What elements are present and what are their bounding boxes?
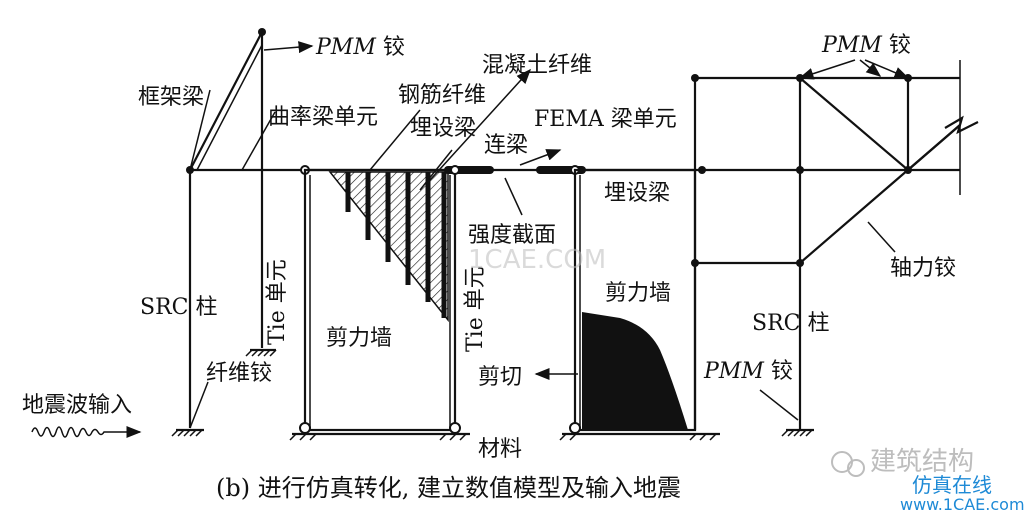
label-src-column-left: SRC 柱 [140, 295, 217, 320]
label-shear: 剪切 [478, 365, 522, 390]
arrow-pmm-right-2 [859, 59, 882, 77]
label-embedded-beam-left: 埋设梁 [410, 116, 476, 141]
brace [799, 124, 961, 264]
leader-concrete-fiber [429, 68, 532, 181]
watermark-site-url: www.1CAE.com [900, 495, 1024, 512]
leader-curvature-beam [241, 111, 276, 171]
leader-axial-hinge [867, 221, 896, 253]
pin-support [569, 422, 581, 434]
left-shear-wall [289, 168, 470, 441]
label-rebar-fiber: 钢筋纤维 [398, 83, 486, 108]
label-fiber-hinge: 纤维铰 [206, 361, 272, 386]
seismic-wave [31, 426, 142, 438]
brace [799, 77, 909, 171]
label-shear-wall-left: 剪力墙 [326, 326, 392, 351]
label-coupling-beam: 连梁 [484, 133, 528, 158]
leader-frame-beam [189, 89, 211, 171]
break-symbol [944, 115, 979, 135]
label-strength-section: 强度截面 [468, 223, 556, 248]
inclined-frame-beam-2 [196, 44, 263, 171]
labels: PMM 铰 框架梁 曲率梁单元 混凝土纤维 钢筋纤维 埋设梁 连梁 FEMA 梁… [22, 33, 956, 462]
label-curvature-beam: 曲率梁单元 [268, 105, 378, 130]
inclined-frame-beam [189, 31, 263, 171]
arrow-fema [519, 149, 562, 166]
node [258, 28, 266, 36]
label-frame-beam: 框架梁 [138, 85, 204, 110]
watermark-brand-text: 建筑结构 [870, 447, 974, 477]
ground-support [171, 428, 204, 437]
arrow-pmm-top [263, 41, 314, 54]
shear-material-curve [582, 312, 688, 430]
ground-support [245, 348, 277, 357]
pin-support [299, 422, 311, 434]
label-pmm-hinge-top: PMM 铰 [315, 35, 405, 60]
leader-fiber-hinge [189, 381, 209, 429]
leader-pmm-bottom [759, 389, 799, 421]
pin-support [449, 422, 461, 434]
label-tie-element-mid: Tie 单元 [463, 266, 488, 352]
label-concrete-fiber: 混凝土纤维 [482, 53, 592, 78]
shear-wall-outline [303, 168, 457, 432]
arrow-pmm-right-3 [864, 59, 910, 79]
label-axial-hinge: 轴力铰 [890, 256, 956, 281]
label-shear-wall-right: 剪力墙 [605, 281, 671, 306]
watermark-center: 1CAE.COM [468, 245, 606, 275]
label-tie-element-left: Tie 单元 [265, 259, 290, 345]
leader-rebar-fiber [369, 109, 421, 171]
label-pmm-hinge-right: PMM 铰 [821, 33, 911, 58]
watermark-site-cn: 仿真在线 [912, 473, 992, 497]
label-seismic-input: 地震波输入 [22, 393, 132, 418]
watermark-brand: 建筑结构 [831, 447, 974, 477]
arrow-pmm-right-1 [798, 59, 856, 80]
fiber-bars [345, 172, 447, 318]
label-fema-beam: FEMA 梁单元 [534, 107, 677, 132]
label-embedded-beam-right: 埋设梁 [604, 181, 670, 206]
figure-caption: (b) 进行仿真转化, 建立数值模型及输入地震 [216, 474, 681, 502]
leader-lines [189, 41, 910, 429]
leader-embedded-beam [419, 149, 453, 191]
ground-support [781, 428, 814, 437]
leader-strength-section [504, 177, 523, 216]
label-material: 材料 [478, 437, 522, 462]
label-src-column-right: SRC 柱 [752, 311, 829, 336]
label-pmm-hinge-bottom: PMM 铰 [703, 359, 793, 384]
